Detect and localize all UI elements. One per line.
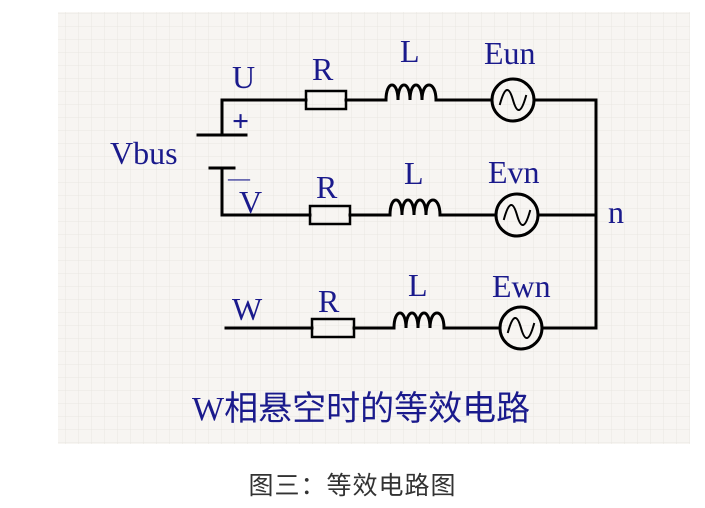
label-n: n (608, 194, 624, 230)
resistor-v (308, 204, 352, 226)
inductor-v (388, 198, 442, 217)
diagram-title: W相悬空时的等效电路 (192, 390, 530, 428)
label-evn: Evn (488, 154, 540, 190)
label-w: W (232, 291, 263, 327)
label-r-u: R (312, 51, 334, 87)
label-r-w: R (318, 283, 340, 319)
label-l-u: L (400, 33, 420, 69)
resistor-u (304, 89, 348, 111)
label-vbus: Vbus (110, 135, 178, 171)
inductor-u (384, 83, 438, 102)
label-l-v: L (404, 155, 424, 191)
label-ewn: Ewn (492, 268, 551, 304)
battery-vbus (196, 133, 248, 170)
resistor-w (310, 317, 356, 339)
label-minus: — (227, 165, 251, 190)
figure-caption: 图三：等效电路图 (248, 471, 457, 500)
label-r-v: R (316, 169, 338, 205)
label-plus: + (232, 105, 249, 138)
inductor-w (392, 311, 446, 330)
ac-source-eun (490, 77, 536, 123)
grid-background (58, 12, 690, 444)
label-l-w: L (408, 267, 428, 303)
ac-source-evn (494, 192, 540, 238)
label-v: V (239, 184, 262, 220)
ac-source-ewn (498, 305, 544, 351)
label-eun: Eun (484, 35, 536, 71)
label-u: U (232, 59, 255, 95)
